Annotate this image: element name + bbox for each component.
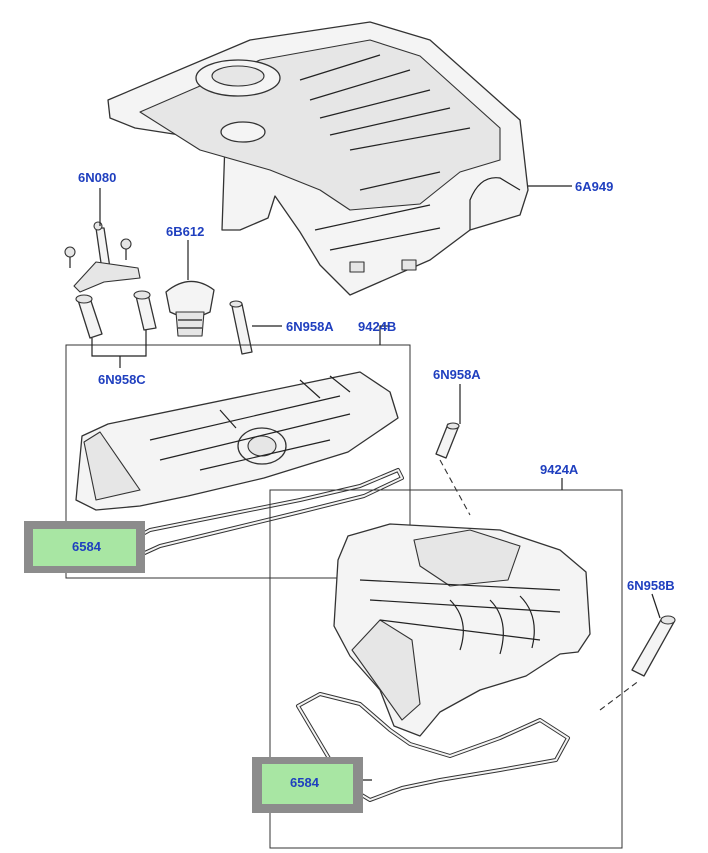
leader-lines <box>91 185 661 781</box>
label-oil-filler-cap: 6B612 <box>166 224 204 239</box>
oil-filler-cap[interactable] <box>165 280 215 337</box>
valve-cover-right-frame <box>269 489 623 849</box>
gasket-left[interactable] <box>126 468 404 558</box>
label-gasket-upper: 6584 <box>72 539 102 554</box>
valve-cover-left[interactable] <box>75 371 399 511</box>
label-engine-cover: 6A949 <box>575 179 613 194</box>
label-breather-tube: 6N080 <box>78 170 116 185</box>
pcv-valve-right[interactable] <box>631 615 676 677</box>
gasket-right[interactable] <box>296 692 570 802</box>
hotspot-gasket-lower[interactable]: 6584 <box>252 757 363 813</box>
engine-cover[interactable] <box>107 21 529 296</box>
pcv-mid-dash <box>439 459 471 516</box>
valve-cover-right[interactable] <box>333 523 591 737</box>
label-pcv-hoses: 6N958C <box>98 372 146 387</box>
pcv-hoses[interactable] <box>75 290 157 339</box>
pcv-valve-mid[interactable] <box>435 422 460 459</box>
label-pcv-valve-mid: 6N958A <box>433 367 481 382</box>
label-pcv-valve-right: 6N958B <box>627 578 675 593</box>
label-gasket-lower: 6584 <box>290 775 320 790</box>
label-valve-cover-left: 9424B <box>358 319 396 334</box>
valve-cover-left-frame <box>65 344 411 579</box>
label-valve-cover-right: 9424A <box>540 462 579 477</box>
hotspot-gasket-upper[interactable]: 6584 <box>24 521 145 573</box>
breather-tube[interactable] <box>64 221 141 293</box>
label-pcv-valve-upper: 6N958A <box>286 319 334 334</box>
pcv-valve-upper[interactable] <box>229 300 253 355</box>
pcv-right-dash <box>599 679 641 711</box>
